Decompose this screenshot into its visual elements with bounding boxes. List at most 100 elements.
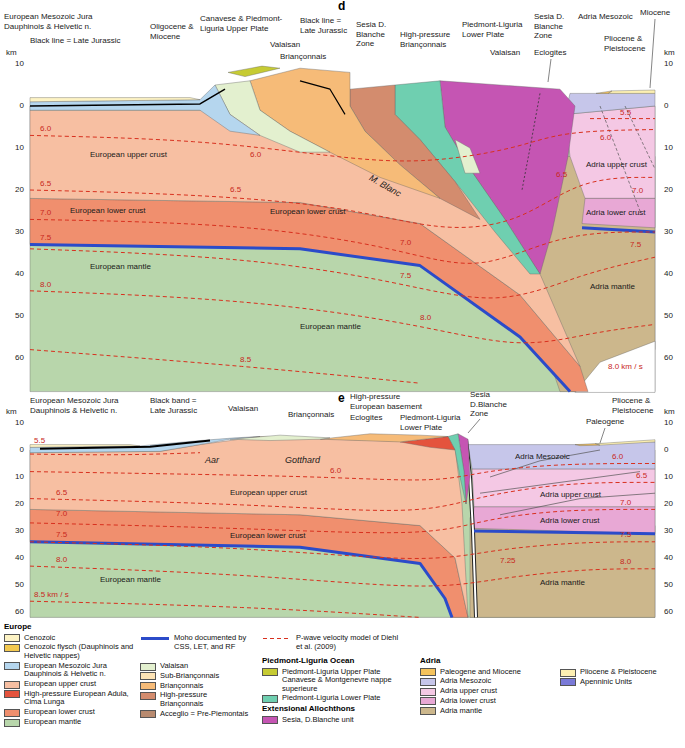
- legend-text: Pliocene & Pleistocene: [580, 668, 680, 677]
- unit-label: Valaisan: [270, 40, 300, 50]
- unit-label: European mantle: [300, 322, 361, 332]
- axis-tick-label: 0: [20, 445, 24, 455]
- unit-label: Valaisan: [228, 404, 258, 414]
- velocity-label: 7.0: [400, 238, 411, 248]
- axis-tick-label: 60: [664, 607, 673, 617]
- unit-label: Pliocene & Pleistocene: [612, 396, 662, 415]
- axis-tick-label: 20: [15, 499, 24, 509]
- legend-entry: Cenozoic flysch (Dauphinois and Helvetic…: [4, 643, 134, 660]
- color-swatch: [140, 710, 156, 718]
- legend-text: High-pressure European Adula, Cima Lunga: [24, 690, 134, 707]
- legend-text: Apenninic Units: [580, 678, 680, 687]
- velocity-contour: [30, 453, 200, 455]
- color-swatch: [420, 688, 436, 696]
- axis-tick-label: 10: [664, 472, 673, 482]
- axis-tick-label: 40: [15, 553, 24, 563]
- legend-text: Acceglio = Pre-Piemontais: [160, 710, 250, 719]
- unit-label: European Mesozoic Jura Dauphinois & Helv…: [4, 12, 114, 31]
- legend-text: Sub-Briançonnais: [160, 672, 250, 681]
- axis-tick-label: 10: [15, 418, 24, 428]
- unit-label: Adria Mesozoic: [578, 12, 634, 22]
- velocity-label: 7.25: [500, 556, 516, 566]
- unit-label: European mantle: [100, 575, 161, 585]
- legend-text: European upper crust: [24, 680, 134, 689]
- velocity-label: 7.5: [40, 233, 51, 243]
- legend-entry: High-pressure European Adula, Cima Lunga: [4, 690, 134, 707]
- velocity-label: 6.5: [40, 179, 51, 189]
- pliocene: [595, 440, 655, 445]
- axis-tick-label: km: [664, 407, 675, 417]
- velocity-label: 6.0: [250, 150, 261, 160]
- legend-text: Adria Mesozoic: [440, 677, 548, 686]
- unit-label: Piedmont-Liguria Lower Plate: [400, 413, 464, 432]
- velocity-label: 7.5: [56, 530, 67, 540]
- color-swatch: [4, 690, 20, 698]
- velocity-label: 7.0: [40, 208, 51, 218]
- adria-mesozoic: [565, 93, 655, 114]
- axis-tick-label: km: [664, 48, 675, 58]
- unit-label: Miocene: [640, 8, 670, 18]
- european-mesozoic: [30, 437, 260, 453]
- unit-label: Adria upper crust: [540, 490, 601, 500]
- section-d: [30, 19, 655, 392]
- axis-tick-label: 10: [15, 59, 24, 69]
- unit-label: Paleogene: [586, 417, 624, 427]
- velocity-label: 7.5: [630, 240, 641, 250]
- moho-line: [582, 228, 655, 232]
- legend-text: P-wave velocity model of Diehl et al. (2…: [296, 634, 406, 651]
- legend-text: Adria lower crust: [440, 697, 548, 706]
- panel-letter: d: [338, 0, 345, 13]
- legend-text: Sesia, D.Blanche unit: [282, 716, 407, 725]
- axis-tick-label: 0: [664, 445, 668, 455]
- european-lower-crust: [30, 509, 468, 617]
- european-mesozoic: [30, 85, 260, 135]
- late-jurassic-line: [30, 89, 225, 106]
- legend-text: European lower crust: [24, 708, 134, 717]
- late-jurassic-line: [300, 81, 345, 115]
- velocity-label: 5.5: [34, 436, 45, 446]
- unit-label: Oligocene & Miocene: [150, 22, 200, 41]
- velocity-contour: [30, 542, 655, 559]
- axis-tick-label: 10: [664, 418, 673, 428]
- legend-entry: Adria Mesozoic: [420, 677, 548, 686]
- axis-tick-label: 10: [15, 143, 24, 153]
- fault-line: [600, 106, 640, 211]
- unit-label: Adria lower crust: [540, 516, 600, 526]
- color-swatch: [262, 716, 278, 724]
- legend-text: Piedmont-Liguria Upper Plate Canavese & …: [282, 668, 407, 694]
- unit-label: Adria upper crust: [586, 160, 654, 170]
- legend-text: Cenozoic flysch (Dauphinois and Helvetic…: [24, 643, 134, 660]
- european-upper-crust: [30, 437, 468, 618]
- late-jurassic-band: [40, 441, 210, 449]
- legend-entry: European Mesozoic Jura Dauphinois & Helv…: [4, 662, 134, 679]
- velocity-label: 8.0 km / s: [608, 362, 643, 372]
- color-swatch: [420, 707, 436, 715]
- blank-area: [575, 341, 655, 392]
- legend-entry: European lower crust: [4, 708, 134, 717]
- velocity-label: 6.5: [230, 185, 241, 195]
- color-swatch: [420, 668, 436, 676]
- axis-tick-label: km: [6, 407, 17, 417]
- color-swatch: [420, 697, 436, 705]
- legend-heading: Europe: [4, 622, 32, 632]
- unit-label: Valaisan: [490, 48, 520, 58]
- legend-text: Paleogene and Miocene: [440, 668, 548, 677]
- legend-entry: Adria upper crust: [420, 687, 548, 696]
- legend-entry: Cenozoic: [4, 634, 134, 643]
- legend-entry: Acceglio = Pre-Piemontais: [140, 710, 250, 719]
- legend-entry: Valaisan: [140, 662, 250, 671]
- velocity-contour: [590, 118, 655, 119]
- axis-tick-label: 40: [664, 269, 673, 279]
- color-swatch: [140, 692, 156, 700]
- axis-tick-label: 0: [664, 101, 668, 111]
- velocity-contour: [30, 130, 655, 161]
- axis-tick-label: 50: [15, 580, 24, 590]
- moho-line: [30, 245, 570, 392]
- axis-tick-label: 40: [15, 269, 24, 279]
- legend-entry: Piedmont-Liguria Lower Plate: [262, 694, 407, 703]
- legend-heading: Adria: [420, 656, 440, 666]
- legend-entry: Moho documented by CSS, LET, and RF: [140, 634, 258, 651]
- color-swatch: [420, 678, 436, 686]
- legend-entry: Briançonnais: [140, 682, 250, 691]
